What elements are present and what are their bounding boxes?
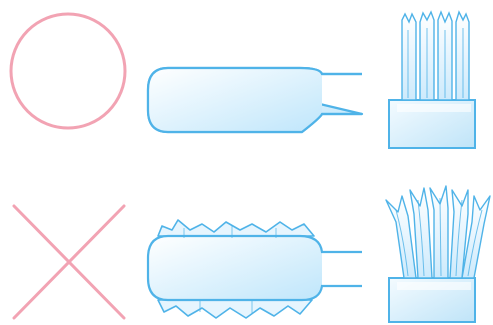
cross-incorrect-icon <box>12 204 126 320</box>
circle-correct-icon <box>9 12 127 130</box>
row-incorrect <box>12 185 491 323</box>
splayed-bristles-icon <box>385 185 491 323</box>
row-correct <box>9 10 476 149</box>
straight-bristles-icon <box>388 10 476 149</box>
frayed-brush-head-icon <box>146 219 362 319</box>
smooth-brush-head-icon <box>146 66 364 134</box>
